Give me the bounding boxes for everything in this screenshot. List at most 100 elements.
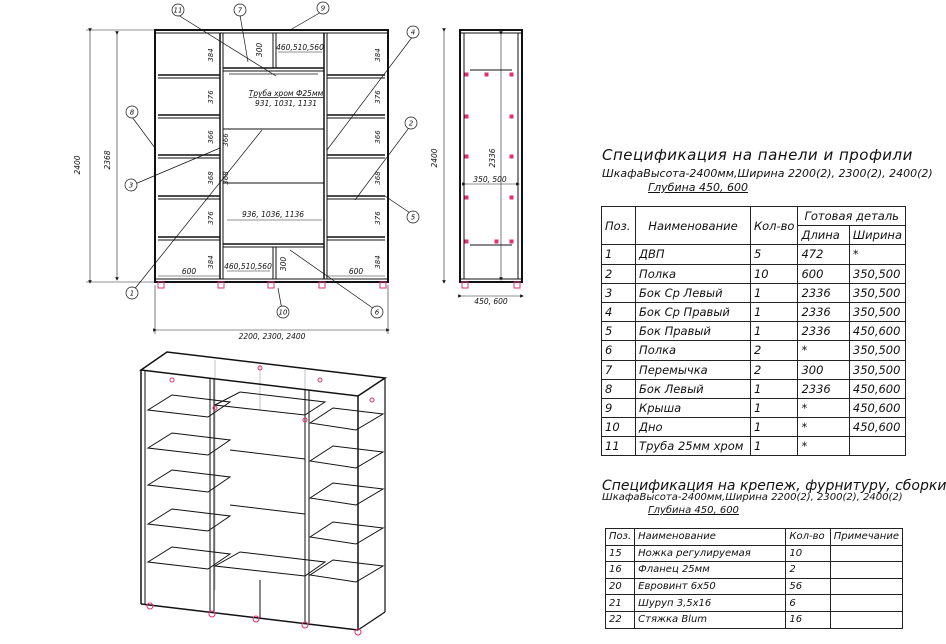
- table-header-row: Длина Ширина: [602, 225, 907, 246]
- cell-width: 350,500: [848, 359, 907, 380]
- right-height-5: 376: [374, 211, 382, 225]
- header-note: Примечание: [829, 528, 904, 546]
- header-name: Наименование: [635, 205, 751, 246]
- iso-right-shelves: [308, 407, 385, 583]
- side-dim-text: 2400 2336 350, 500 450, 600: [430, 148, 508, 306]
- spec1-subtitle2: Глубина 450, 600: [648, 181, 749, 194]
- table-header-row: Поз. Наименование Кол-во Примечание: [604, 528, 904, 546]
- spec1-title: Спецификация на панели и профили: [602, 146, 913, 164]
- svg-text:7: 7: [238, 7, 243, 15]
- svg-text:2: 2: [409, 120, 414, 128]
- cell-qty: 2: [749, 359, 799, 380]
- dim-right-600: 600: [349, 267, 364, 276]
- header-qty: Кол-во: [785, 528, 831, 546]
- right-height-labels: 384 376 366 368 376 384: [374, 48, 382, 268]
- callout-7: [233, 3, 247, 17]
- mid-height-2: 368: [222, 171, 230, 185]
- dim-top-box-h: 300: [255, 43, 264, 58]
- cell-name: Полка: [635, 263, 751, 284]
- right-height-4: 368: [374, 171, 382, 185]
- side-dim-depth-bottom: 450, 600: [474, 297, 508, 306]
- cell-length: 2336: [797, 301, 850, 323]
- cell-qty: 2: [749, 340, 799, 361]
- cell-width: 450,600: [848, 378, 907, 399]
- spec2-subtitle: ШкафаВысота-2400мм,Ширина 2200(2), 2300(…: [602, 492, 903, 503]
- cell-width: 450,600: [848, 321, 907, 342]
- pipe-sizes: 931, 1031, 1131: [255, 99, 317, 108]
- dim-total-height: 2400: [73, 155, 82, 174]
- cell-width: 350,500: [848, 282, 907, 303]
- cell-pos: 1: [600, 244, 637, 265]
- cell-name: Бок Ср Левый: [635, 282, 751, 303]
- cell-name: ДВП: [635, 244, 751, 265]
- right-shelves: [327, 74, 385, 241]
- cell-name: Шуруп 3,5x16: [634, 594, 787, 612]
- right-height-6: 384: [374, 255, 382, 268]
- left-height-4: 368: [207, 171, 215, 185]
- svg-text:11: 11: [174, 7, 183, 15]
- cell-name: Бок Правый: [635, 321, 751, 342]
- cell-name: Бок Левый: [635, 378, 751, 399]
- cell-qty: 10: [785, 544, 831, 563]
- dim-bottom-box: 460,510,560: [224, 262, 272, 271]
- cell-qty: 56: [785, 577, 831, 596]
- svg-text:9: 9: [321, 5, 326, 13]
- callouts: [124, 1, 420, 319]
- dim-inner-height: 2368: [103, 150, 112, 169]
- cell-length: *: [797, 417, 850, 438]
- callout-numbers: 11 7 9 4 8 2 3 5 1 10 6: [129, 5, 416, 317]
- spec1-subtitle: ШкафаВысота-2400мм,Ширина 2200(2), 2300(…: [602, 167, 933, 180]
- cell-qty: 1: [749, 397, 799, 419]
- dim-top-box: 460,510,560: [276, 43, 324, 52]
- cell-length: *: [797, 397, 850, 419]
- left-height-5: 376: [207, 211, 215, 225]
- left-height-1: 384: [207, 48, 215, 61]
- cell-width: 350,500: [848, 263, 907, 284]
- cell-pos: 22: [604, 610, 636, 629]
- left-height-2: 376: [207, 90, 215, 104]
- cell-qty: 1: [749, 417, 799, 438]
- cell-qty: 2: [785, 561, 831, 579]
- cell-name: Ножка регулируемая: [634, 544, 787, 563]
- cell-name: Труба 25мм хром: [635, 436, 751, 457]
- callout-5: [406, 210, 420, 224]
- table-header-row: Поз. Наименование Кол-во Готовая деталь: [600, 205, 906, 246]
- dim-bottom-box-h: 300: [279, 257, 288, 272]
- callout-11: [171, 3, 185, 17]
- header-pos: Поз.: [600, 205, 637, 246]
- spec2-subtitle2: Глубина 450, 600: [648, 505, 739, 516]
- cell-pos: 8: [600, 378, 637, 399]
- mid-height-1: 366: [222, 133, 230, 147]
- cell-note: [829, 594, 904, 612]
- cell-width: *: [848, 244, 907, 265]
- cell-qty: 1: [749, 321, 799, 342]
- technical-drawing: 2400 2368 2200, 2300, 2400 460,510,560 3…: [73, 1, 524, 636]
- cell-pos: 2: [600, 263, 637, 284]
- svg-text:8: 8: [130, 109, 135, 117]
- callout-4: [406, 25, 420, 39]
- cell-qty: 1: [749, 301, 799, 323]
- cell-qty: 6: [785, 594, 831, 612]
- side-dim-height: 2400: [430, 148, 439, 167]
- cell-length: *: [797, 436, 850, 457]
- cell-length: 2336: [797, 282, 850, 303]
- spec2-title: Спецификация на крепеж, фурнитуру, сборк…: [602, 478, 946, 494]
- left-height-6: 384: [207, 255, 215, 268]
- pipe-label: Труба хром Ф25мм: [249, 89, 324, 98]
- front-legs: [157, 281, 387, 289]
- cell-name: Дно: [635, 417, 751, 438]
- side-dim-depth: 350, 500: [473, 175, 507, 184]
- front-dimensions: [86, 28, 390, 334]
- iso-left-shelves: [146, 394, 232, 570]
- callout-6: [370, 305, 384, 319]
- cell-pos: 15: [604, 544, 636, 563]
- cell-length: *: [797, 340, 850, 361]
- cell-pos: 7: [600, 359, 637, 380]
